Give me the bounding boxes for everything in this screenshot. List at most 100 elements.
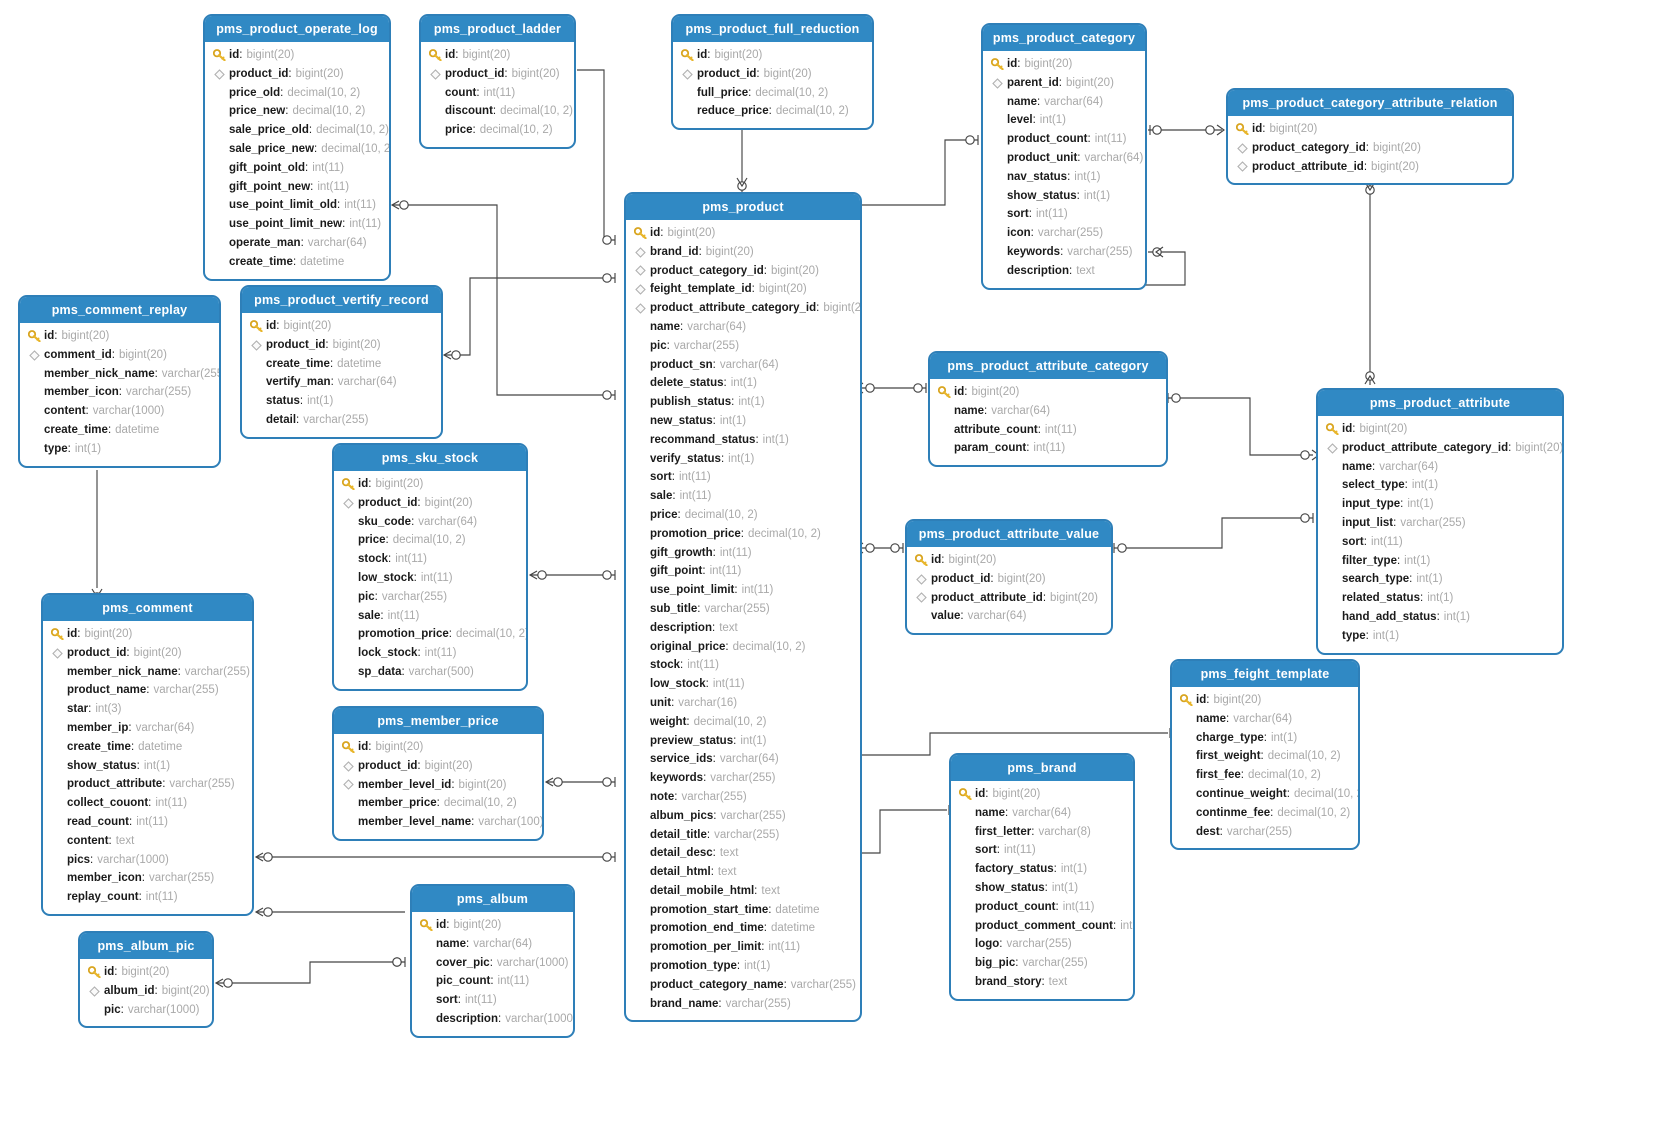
field-row[interactable]: name:varchar(64) — [418, 935, 567, 954]
field-row[interactable]: pics:varchar(1000) — [49, 851, 246, 870]
field-row[interactable]: id:bigint(20) — [913, 551, 1105, 570]
field-row[interactable]: product_id:bigint(20) — [340, 494, 520, 513]
field-row[interactable]: continme_fee:decimal(10, 2) — [1178, 804, 1352, 823]
field-row[interactable]: product_id:bigint(20) — [211, 65, 383, 84]
field-row[interactable]: product_id:bigint(20) — [340, 757, 536, 776]
field-row[interactable]: product_sn:varchar(64) — [632, 356, 854, 375]
field-row[interactable]: service_ids:varchar(64) — [632, 750, 854, 769]
field-row[interactable]: create_time:datetime — [211, 253, 383, 272]
field-row[interactable]: stock:int(11) — [632, 656, 854, 675]
field-row[interactable]: big_pic:varchar(255) — [957, 954, 1127, 973]
field-row[interactable]: content:text — [49, 832, 246, 851]
field-row[interactable]: description:text — [989, 262, 1139, 281]
field-row[interactable]: id:bigint(20) — [632, 224, 854, 243]
field-row[interactable]: id:bigint(20) — [49, 625, 246, 644]
field-row[interactable]: member_level_name:varchar(100) — [340, 813, 542, 832]
field-row[interactable]: show_status:int(1) — [957, 879, 1127, 898]
field-row[interactable]: show_status:int(1) — [49, 757, 246, 776]
field-row[interactable]: member_nick_name:varchar(255) — [26, 365, 219, 384]
field-row[interactable]: unit:varchar(16) — [632, 694, 854, 713]
field-row[interactable]: use_point_limit_old:int(11) — [211, 196, 383, 215]
field-row[interactable]: price:decimal(10, 2) — [340, 531, 520, 550]
field-row[interactable]: member_level_id:bigint(20) — [340, 776, 536, 795]
field-row[interactable]: id:bigint(20) — [1234, 120, 1506, 139]
field-row[interactable]: id:bigint(20) — [340, 475, 520, 494]
field-row[interactable]: create_time:datetime — [49, 738, 246, 757]
field-row[interactable]: attribute_count:int(11) — [936, 421, 1160, 440]
field-row[interactable]: promotion_end_time:datetime — [632, 919, 854, 938]
field-row[interactable]: gift_growth:int(11) — [632, 544, 854, 563]
field-row[interactable]: first_weight:decimal(10, 2) — [1178, 747, 1352, 766]
field-row[interactable]: first_fee:decimal(10, 2) — [1178, 766, 1352, 785]
field-row[interactable]: pic:varchar(255) — [340, 588, 520, 607]
field-row[interactable]: status:int(1) — [248, 392, 435, 411]
field-row[interactable]: verify_status:int(1) — [632, 450, 854, 469]
field-row[interactable]: select_type:int(1) — [1324, 476, 1556, 495]
field-row[interactable]: promotion_start_time:datetime — [632, 901, 854, 920]
field-row[interactable]: sku_code:varchar(64) — [340, 513, 520, 532]
field-row[interactable]: name:varchar(64) — [1324, 458, 1556, 477]
field-row[interactable]: keywords:varchar(255) — [989, 243, 1139, 262]
field-row[interactable]: promotion_price:decimal(10, 2) — [632, 525, 854, 544]
field-row[interactable]: first_letter:varchar(8) — [957, 823, 1127, 842]
field-row[interactable]: sort:int(11) — [1324, 533, 1556, 552]
field-row[interactable]: new_status:int(1) — [632, 412, 854, 431]
field-row[interactable]: filter_type:int(1) — [1324, 552, 1556, 571]
field-row[interactable]: star:int(3) — [49, 700, 246, 719]
field-row[interactable]: use_point_limit_new:int(11) — [211, 215, 383, 234]
field-row[interactable]: discount:decimal(10, 2) — [427, 102, 573, 121]
field-row[interactable]: price:decimal(10, 2) — [632, 506, 854, 525]
field-row[interactable]: sale:int(11) — [632, 487, 854, 506]
field-row[interactable]: full_price:decimal(10, 2) — [679, 84, 866, 103]
field-row[interactable]: use_point_limit:int(11) — [632, 581, 854, 600]
field-row[interactable]: cover_pic:varchar(1000) — [418, 954, 569, 973]
field-row[interactable]: pic_count:int(11) — [418, 972, 567, 991]
field-row[interactable]: comment_id:bigint(20) — [26, 346, 213, 365]
field-row[interactable]: id:bigint(20) — [1178, 691, 1352, 710]
field-row[interactable]: value:varchar(64) — [913, 607, 1105, 626]
field-row[interactable]: id:bigint(20) — [427, 46, 568, 65]
field-row[interactable]: id:bigint(20) — [957, 785, 1127, 804]
field-row[interactable]: member_ip:varchar(64) — [49, 719, 246, 738]
field-row[interactable]: parent_id:bigint(20) — [989, 74, 1139, 93]
field-row[interactable]: name:varchar(64) — [989, 93, 1139, 112]
field-row[interactable]: price_new:decimal(10, 2) — [211, 102, 383, 121]
field-row[interactable]: gift_point:int(11) — [632, 562, 854, 581]
field-row[interactable]: product_id:bigint(20) — [913, 570, 1105, 589]
field-row[interactable]: product_attribute_id:bigint(20) — [1234, 158, 1506, 177]
field-row[interactable]: level:int(1) — [989, 111, 1139, 130]
field-row[interactable]: input_list:varchar(255) — [1324, 514, 1556, 533]
field-row[interactable]: product_category_name:varchar(255) — [632, 976, 856, 995]
field-row[interactable]: recommand_status:int(1) — [632, 431, 854, 450]
field-row[interactable]: product_id:bigint(20) — [679, 65, 866, 84]
field-row[interactable]: lock_stock:int(11) — [340, 644, 520, 663]
field-row[interactable]: name:varchar(64) — [936, 402, 1160, 421]
field-row[interactable]: type:int(1) — [1324, 627, 1556, 646]
field-row[interactable]: brand_name:varchar(255) — [632, 995, 854, 1014]
field-row[interactable]: pic:varchar(1000) — [86, 1001, 206, 1020]
field-row[interactable]: sort:int(11) — [418, 991, 567, 1010]
field-row[interactable]: show_status:int(1) — [989, 187, 1139, 206]
field-row[interactable]: product_id:bigint(20) — [427, 65, 568, 84]
field-row[interactable]: replay_count:int(11) — [49, 888, 246, 907]
field-row[interactable]: publish_status:int(1) — [632, 393, 854, 412]
field-row[interactable]: dest:varchar(255) — [1178, 823, 1352, 842]
field-row[interactable]: id:bigint(20) — [989, 55, 1139, 74]
field-row[interactable]: count:int(11) — [427, 84, 568, 103]
field-row[interactable]: product_category_id:bigint(20) — [1234, 139, 1506, 158]
field-row[interactable]: sub_title:varchar(255) — [632, 600, 854, 619]
field-row[interactable]: related_status:int(1) — [1324, 589, 1556, 608]
field-row[interactable]: album_pics:varchar(255) — [632, 807, 854, 826]
field-row[interactable]: note:varchar(255) — [632, 788, 854, 807]
field-row[interactable]: hand_add_status:int(1) — [1324, 608, 1556, 627]
field-row[interactable]: sale_price_old:decimal(10, 2) — [211, 121, 389, 140]
